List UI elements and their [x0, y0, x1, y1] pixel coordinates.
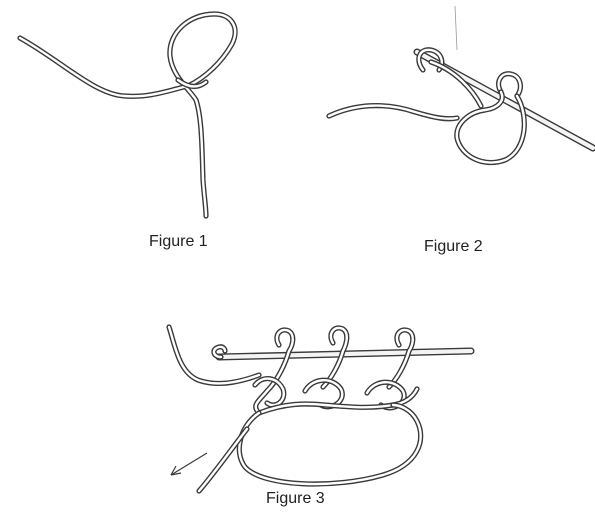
yarn-strand [20, 14, 235, 216]
slip-loop-icon [0, 0, 300, 225]
figure-3-caption: Figure 3 [266, 490, 325, 508]
loop-on-needle-icon [305, 0, 595, 222]
yarn-strand [329, 50, 524, 163]
figure-3-illustration [155, 305, 490, 497]
figure-2-illustration [305, 0, 595, 222]
stitches-on-hook-icon [155, 305, 490, 497]
direction-arrow [171, 453, 207, 475]
figure-2-caption: Figure 2 [424, 238, 483, 256]
figure-1-illustration [0, 0, 300, 225]
figure-1-caption: Figure 1 [149, 233, 208, 251]
